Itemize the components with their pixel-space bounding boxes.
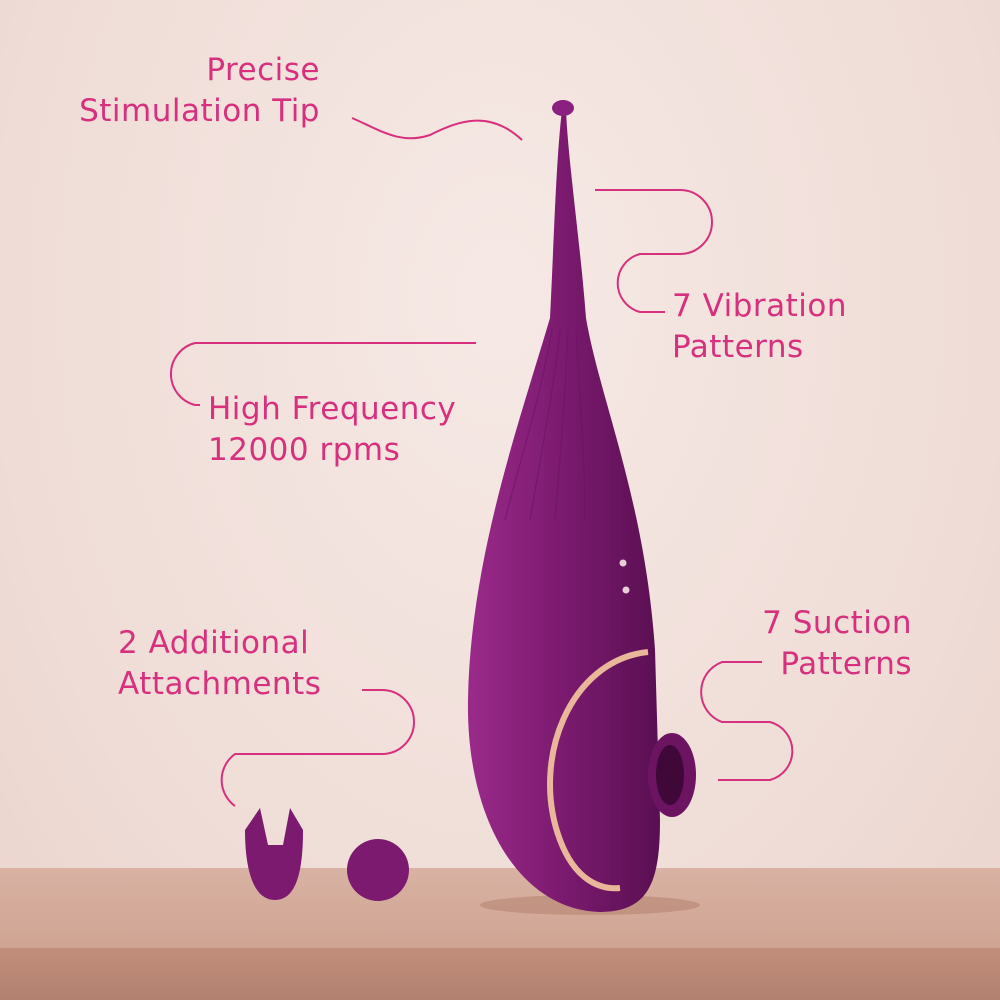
callout-line-tip (351, 117, 523, 141)
shelf-edge (0, 948, 1000, 1000)
callout-line-attachments (220, 689, 415, 807)
feature-subtitle: Patterns (780, 646, 912, 682)
feature-vibration-patterns: 7 Vibration Patterns (672, 286, 847, 368)
feature-subtitle: Attachments (118, 666, 322, 702)
feature-title: 7 Suction (762, 605, 912, 641)
feature-additional-attachments: 2 Additional Attachments (118, 623, 321, 705)
feature-title: 7 Vibration (672, 288, 848, 324)
attachment-fork (245, 808, 303, 900)
feature-title: Precise (206, 52, 320, 88)
feature-title: High Frequency (208, 391, 457, 427)
feature-stimulation-tip: Precise Stimulation Tip (60, 50, 320, 132)
callout-line-suction (700, 661, 794, 781)
attachment-ball (347, 839, 409, 901)
rose-gold-ring (547, 649, 649, 892)
feature-subtitle: 12000 rpms (208, 432, 401, 468)
callout-line-vibration (595, 189, 713, 313)
feature-subtitle: Stimulation Tip (79, 93, 320, 129)
feature-subtitle: Patterns (672, 329, 804, 365)
feature-title: 2 Additional (118, 625, 310, 661)
feature-suction-patterns: 7 Suction Patterns (700, 603, 912, 685)
feature-high-frequency: High Frequency 12000 rpms (208, 389, 456, 471)
product-body (467, 110, 660, 912)
callout-line-frequency (169, 342, 476, 406)
